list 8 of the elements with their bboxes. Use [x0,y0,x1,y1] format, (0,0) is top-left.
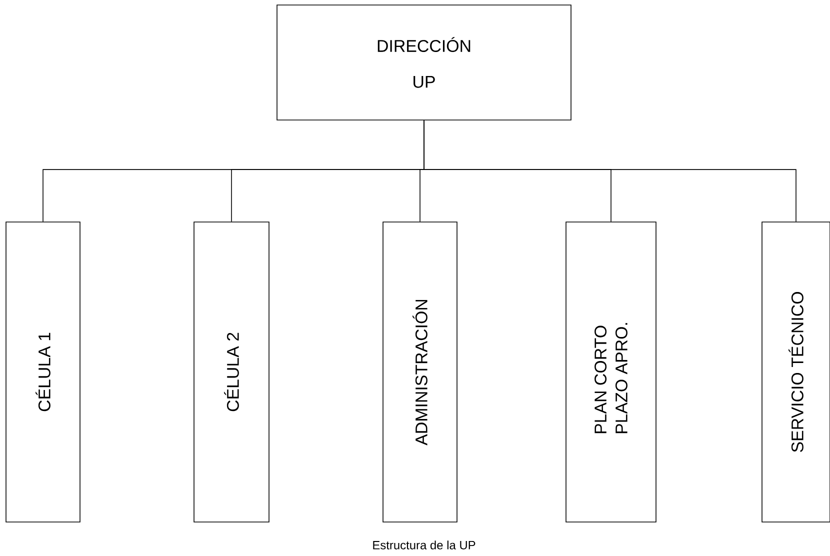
caption: Estructura de la UP [373,540,476,550]
org-box: SERVICIO TÉCNICO [762,222,830,522]
org-box: CÉLULA 2 [194,222,270,522]
connector-line [424,120,796,222]
org-box: PLAN CORTO PLAZO APRO. [566,222,656,522]
org-box: ADMINISTRACIÓN [382,222,458,522]
org-box: DIRECCIÓN UP [276,4,572,120]
org-box: CÉLULA 1 [6,222,80,522]
